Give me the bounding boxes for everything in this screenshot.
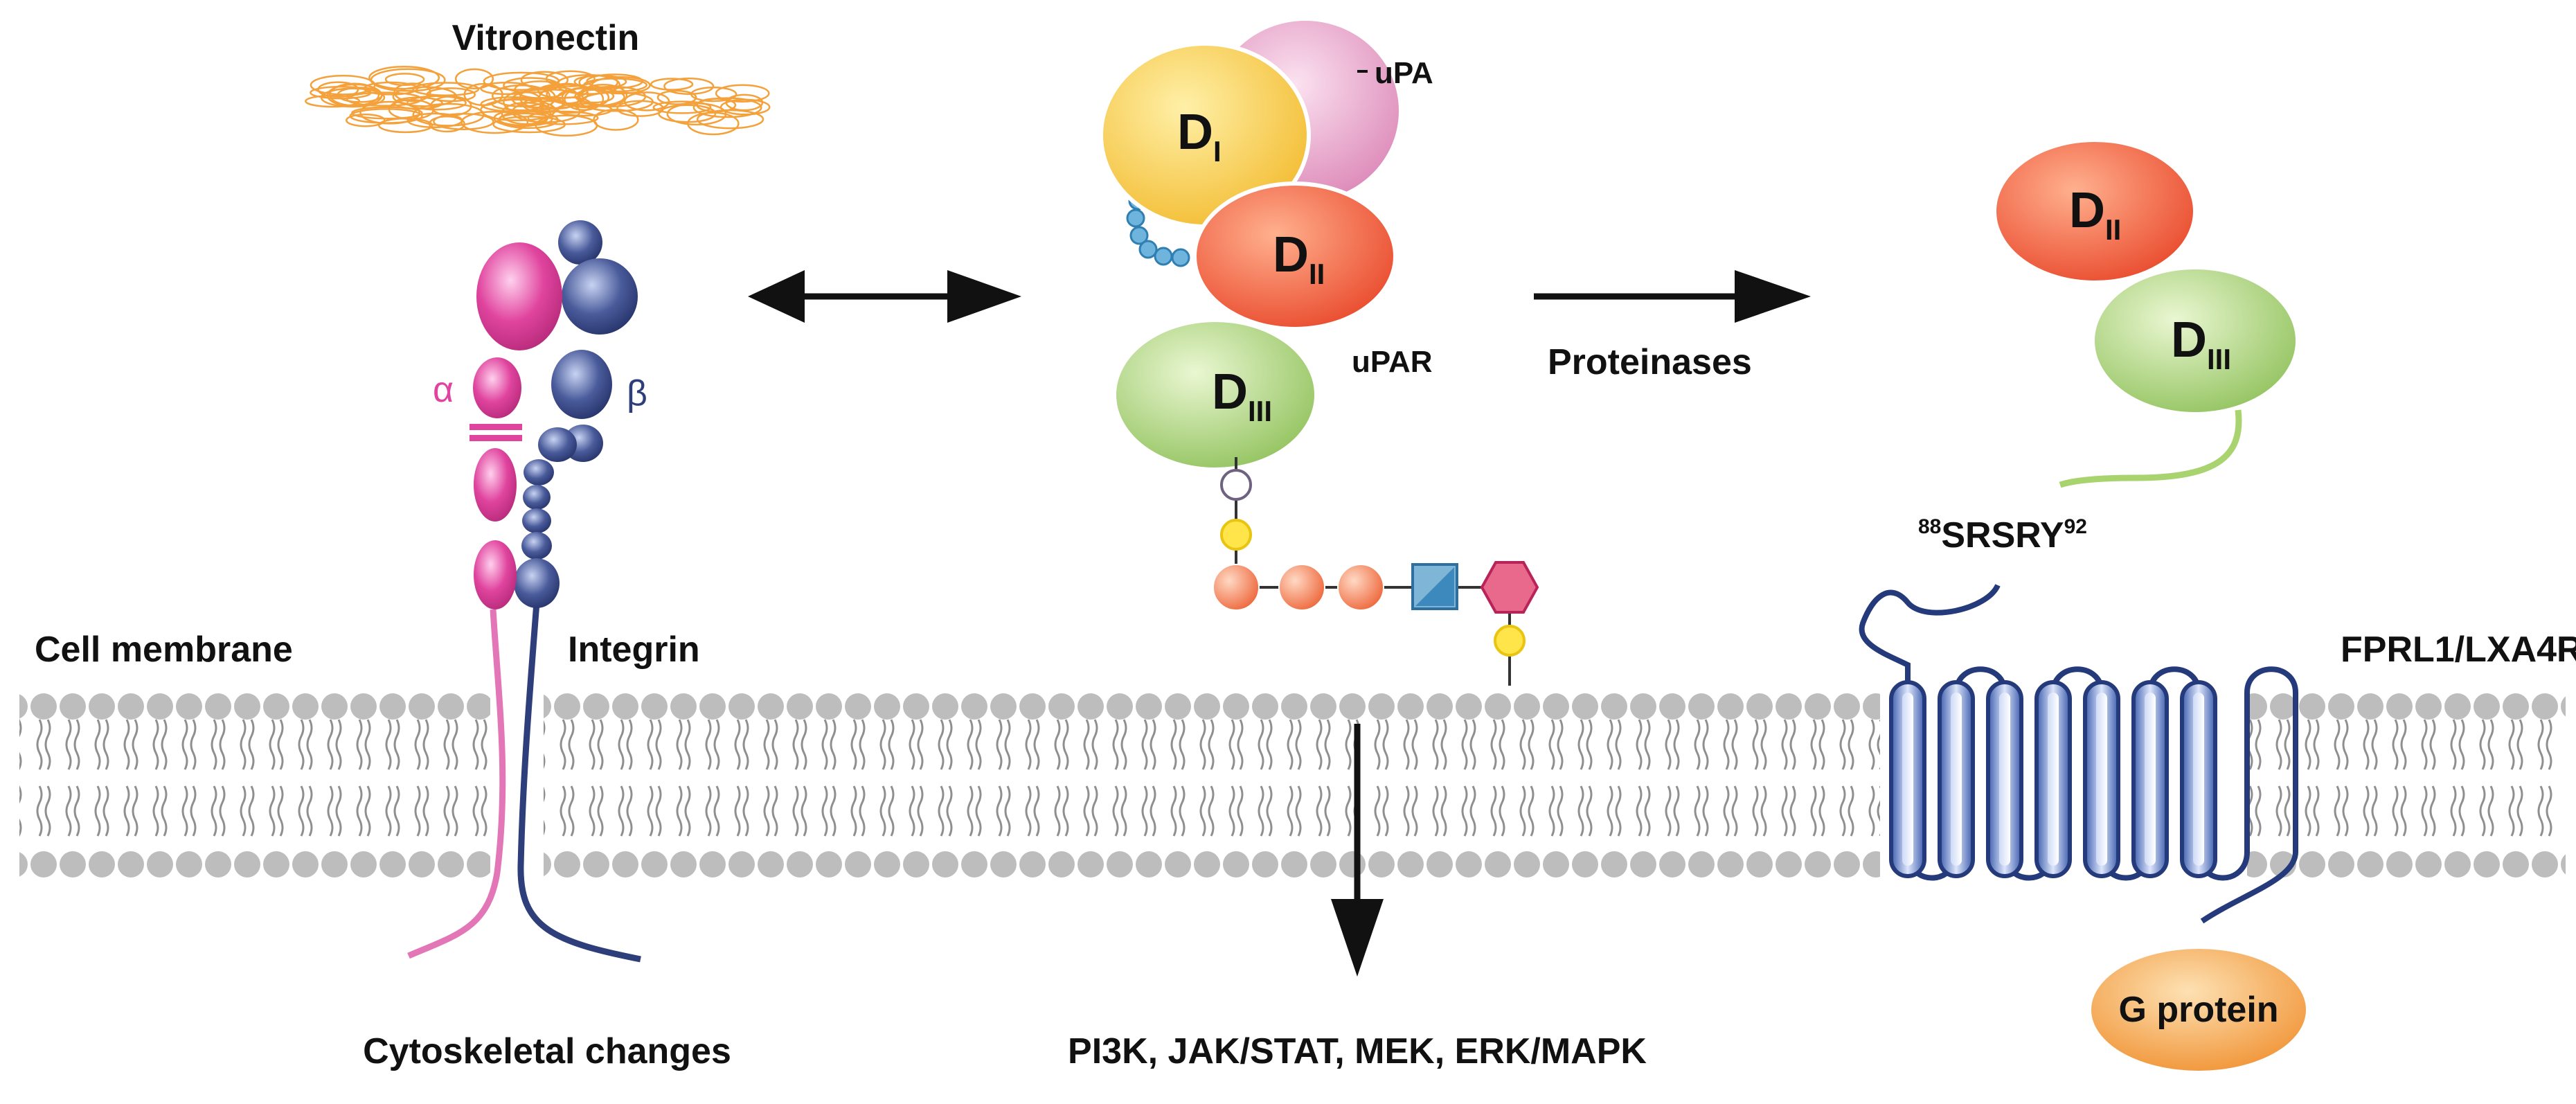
vitronectin-fibril [351,106,423,120]
vitronectin-fibril [593,109,639,131]
vitronectin-fibril [368,65,440,90]
helix-highlight [2145,693,2156,866]
vitronectin-fibril [663,77,715,96]
linker-chain [1126,191,1190,267]
vitronectin-fibril [480,98,557,122]
integrin-alpha-label: α [433,370,454,410]
receptor-helices [1889,680,2217,878]
fprl1-receptor [1859,584,2298,924]
vitronectin-fibril [328,82,380,107]
cell-membrane-bilayer [19,675,2566,897]
vitronectin-fibril [491,97,566,112]
vitronectin-fibril [719,98,771,116]
vitronectin-fibril [359,100,420,125]
vitronectin-fibril [346,113,386,127]
proteinase-cleavage-arrow [1534,270,1811,323]
vitronectin-fibril [658,104,717,123]
helix-highlight [2096,693,2107,866]
vitronectin-fibril [492,116,566,134]
vitronectin-fibril [492,84,551,107]
upar-complex [1099,21,1539,686]
fragment-domain-iii-label: DIII [2171,312,2231,375]
signaling-pathways-label: PI3K, JAK/STAT, MEK, ERK/MAPK [1068,1031,1647,1071]
domain-i-label: DI [1177,105,1222,168]
vitronectin-fibril [666,103,727,126]
downstream-signaling-arrow [1331,724,1384,977]
fragment-domain-iii [2095,269,2296,412]
vitronectin-fibril [460,110,529,134]
domain-iii-label: DIII [1212,364,1272,427]
vitronectin-fibril [652,100,712,114]
vitronectin-fibril [555,74,620,95]
fragment-tail [2059,409,2242,488]
vitronectin-fibril [690,86,737,103]
vitronectin-fibril [310,74,376,96]
vitronectin-fibril [715,84,770,103]
vitronectin-fibril [650,78,694,91]
helix-highlight [2048,693,2059,866]
helix-highlight [2193,693,2204,866]
vitronectin-fibril [579,91,654,112]
upa-label: uPA [1375,56,1433,90]
vitronectin-fibril [317,81,359,98]
integrin-label: Integrin [568,630,700,670]
upar-label: uPAR [1352,345,1433,379]
domain-ii-label: DII [1273,227,1325,290]
gpi-anchor [1213,457,1539,686]
cleaved-upar-fragment [1992,138,2296,488]
vitronectin-label: Vitronectin [452,18,640,58]
integrin-receptor [407,220,641,963]
cell-membrane-label: Cell membrane [35,630,293,670]
helix-highlight [1999,693,2010,866]
fprl1-label: FPRL1/LXA4R [2341,630,2576,670]
fragment-domain-ii [1992,138,2197,285]
vitronectin-fibril [428,115,465,133]
proteinases-label: Proteinases [1548,342,1752,382]
vitronectin-fibril [426,87,476,103]
integrin-beta-label: β [627,373,647,413]
receptor-backbone [1859,584,2298,924]
integrin-beta-tail [517,602,641,963]
integrin-alpha-tail [407,609,506,959]
g-protein [2091,949,2306,1071]
upar-domain-ii [1192,181,1397,331]
vitronectin-fibril [393,82,431,103]
vitronectin-fibril [454,68,494,90]
fragment-domain-ii-label: DII [2069,183,2121,246]
vitronectin-fibril [503,77,560,94]
helix-highlight [1902,693,1913,866]
vitronectin-fibril [535,114,598,137]
vitronectin-fibril [656,89,697,105]
vitronectin-fibril [578,84,628,107]
helix-highlight [1951,693,1962,866]
vitronectin-fibrils [305,65,771,137]
upar-domain-iii [1116,322,1314,468]
integrin-upar-interaction-arrow [748,270,1021,323]
vitronectin-fibril [310,85,372,100]
vitronectin-fibril [692,97,762,118]
cytoskeletal-changes-label: Cytoskeletal changes [363,1031,731,1071]
g-protein-label: G protein [2118,990,2278,1030]
vitronectin-fibril [555,103,613,117]
vitronectin-fibril [377,117,433,134]
vitronectin-fibril [406,95,467,111]
vitronectin-fibril [305,94,361,108]
srsry-peptide-label: 88SRSRY92 [1918,515,2087,555]
